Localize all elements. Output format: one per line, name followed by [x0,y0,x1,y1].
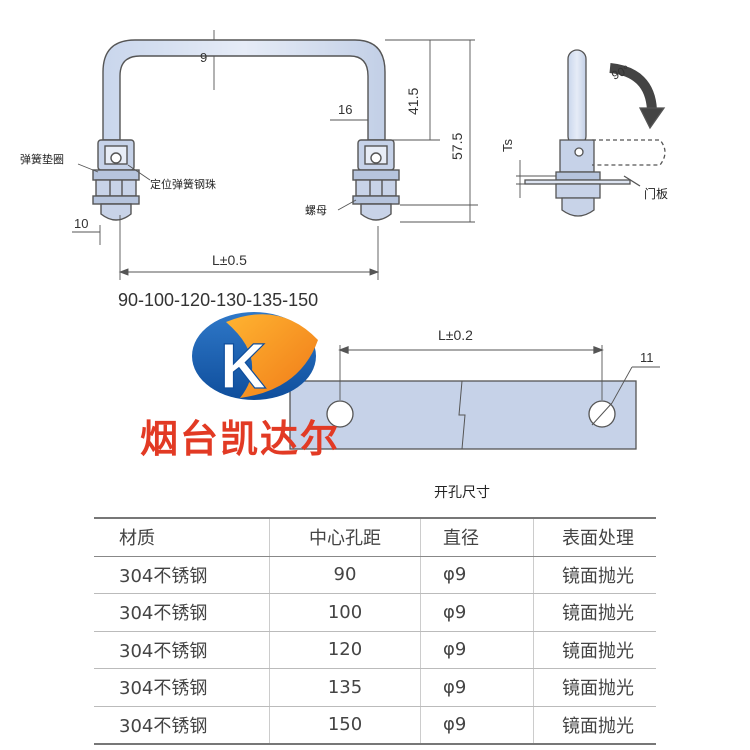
cell-diameter: φ9 [420,668,534,707]
cell-surface: 镜面抛光 [533,668,656,707]
dim-height-2: 57.5 [449,133,465,160]
cell-material: 304不锈钢 [94,706,270,745]
table-row: 304不锈钢 135 φ9 镜面抛光 [94,668,656,707]
label-nut: 螺母 [305,204,327,217]
cell-surface: 镜面抛光 [533,631,656,669]
header-surface: 表面处理 [533,517,656,557]
side-ts: Ts [500,139,515,153]
header-hole-spacing: 中心孔距 [269,517,421,557]
brand-name: 烟台凯达尔 [140,417,341,461]
size-list: 90-100-120-130-135-150 [118,290,318,310]
cell-diameter: φ9 [420,631,534,669]
technical-drawing: 9 41.5 57.5 16 10 L±0.5 弹簧垫圈 定位弹簧钢珠 螺母 9… [20,30,668,501]
cutout-drawing [289,345,660,450]
handle-front-view [92,39,400,221]
cell-material: 304不锈钢 [94,556,270,594]
dim-10: 10 [74,216,88,231]
cell-hole-spacing: 90 [269,556,421,594]
dim-height-1: 41.5 [405,88,421,115]
cell-diameter: φ9 [420,556,534,594]
table-row: 304不锈钢 150 φ9 镜面抛光 [94,706,656,745]
cutout-hole-dia: 11 [640,350,654,365]
cell-hole-spacing: 150 [269,706,421,745]
front-dimension-lines [72,30,478,280]
cell-material: 304不锈钢 [94,593,270,632]
header-diameter: 直径 [420,517,534,557]
cutout-caption: 开孔尺寸 [434,485,490,501]
dim-length-front: L±0.5 [212,252,247,268]
cell-hole-spacing: 120 [269,631,421,669]
table-row: 304不锈钢 100 φ9 镜面抛光 [94,593,656,632]
cell-surface: 镜面抛光 [533,593,656,632]
label-ball: 定位弹簧钢珠 [150,177,216,191]
cell-hole-spacing: 135 [269,668,421,707]
cell-material: 304不锈钢 [94,631,270,669]
cell-surface: 镜面抛光 [533,706,656,745]
side-door-label: 门板 [644,186,668,201]
cell-surface: 镜面抛光 [533,556,656,594]
cell-diameter: φ9 [420,706,534,745]
spec-table: 材质 中心孔距 直径 表面处理 304不锈钢 90 φ9 镜面抛光 304不锈钢… [94,517,656,745]
handle-side-view [516,49,666,217]
label-spring-washer: 弹簧垫圈 [20,152,64,166]
table-row: 304不锈钢 90 φ9 镜面抛光 [94,556,656,594]
cell-diameter: φ9 [420,593,534,632]
table-row: 304不锈钢 120 φ9 镜面抛光 [94,631,656,669]
cell-hole-spacing: 100 [269,593,421,632]
logo-letter: K [220,330,266,402]
cell-material: 304不锈钢 [94,668,270,707]
brand-logo: K [192,312,318,403]
cutout-length: L±0.2 [438,327,473,343]
table-header-row: 材质 中心孔距 直径 表面处理 [94,517,656,557]
dim-top-thickness: 9 [200,50,207,65]
dim-16: 16 [338,102,352,117]
header-material: 材质 [94,517,270,557]
